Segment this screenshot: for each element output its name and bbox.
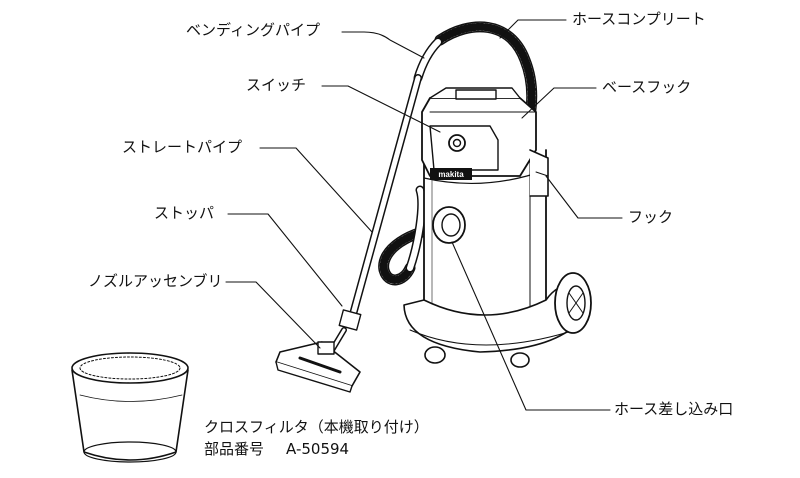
label-straight-pipe: ストレートパイプ xyxy=(122,138,243,156)
cloth-filter-drawing xyxy=(71,352,189,463)
brand-plate xyxy=(430,168,472,180)
label-bending-pipe: ベンディングパイプ xyxy=(186,21,320,39)
nozzle-drawing xyxy=(275,341,361,393)
filter-part-number: A-50594 xyxy=(286,440,350,458)
label-nozzle-assembly: ノズルアッセンブリ xyxy=(88,272,223,290)
vacuum-body-drawing xyxy=(403,87,592,368)
filter-part-label: 部品番号 xyxy=(204,440,265,458)
label-hose-complete: ホースコンプリート xyxy=(572,10,706,28)
filter-name-label: クロスフィルタ（本機取り付け） xyxy=(204,418,429,436)
filter-part-line: 部品番号 A-50594 xyxy=(204,440,349,458)
label-hose-inlet: ホース差し込み口 xyxy=(614,400,734,418)
leader-lines xyxy=(225,19,623,411)
brand-logo-text: makita xyxy=(438,170,464,179)
label-switch: スイッチ xyxy=(246,76,307,94)
label-hook: フック xyxy=(628,208,674,226)
label-base-hook: ベースフック xyxy=(602,78,692,96)
label-stopper: ストッパ xyxy=(154,204,215,222)
